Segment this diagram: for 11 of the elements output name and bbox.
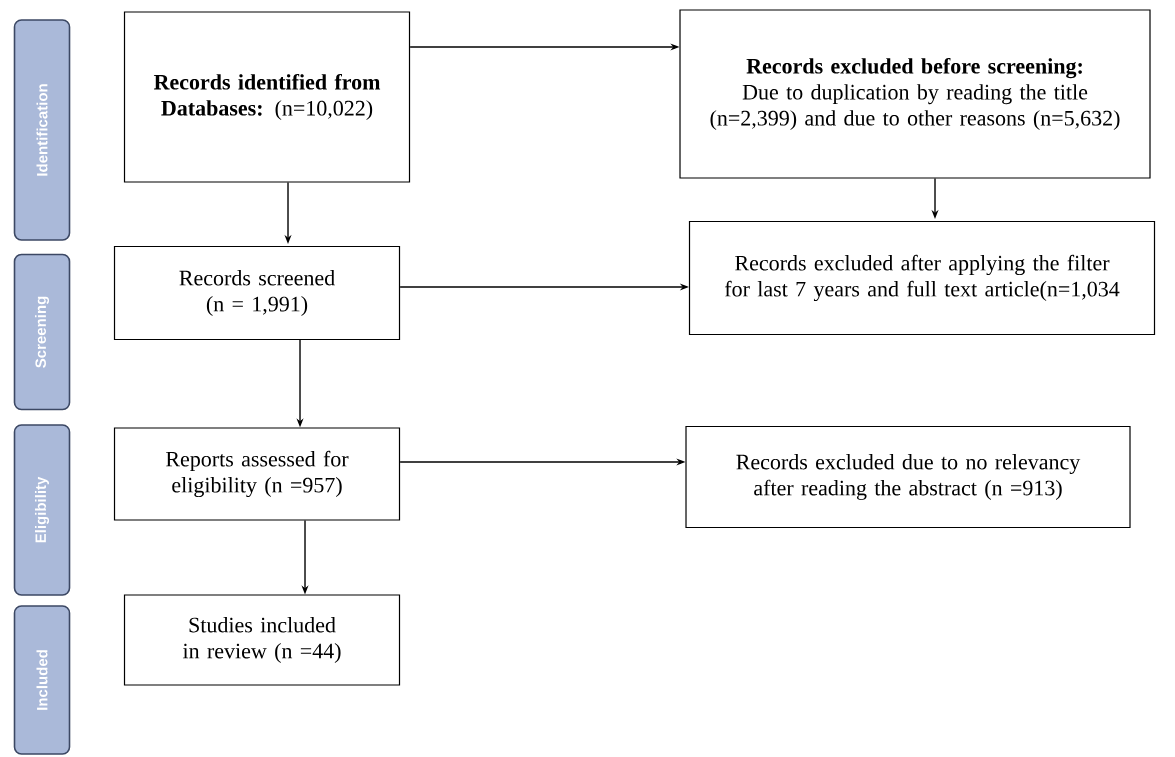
stage-band: Eligibility bbox=[13, 424, 71, 596]
process-box: Records excluded before screening: Due to duplication by reading the title (n=2,399) and due to other reasons (n=5,632) bbox=[679, 9, 1151, 179]
process-box: Records excluded due to no relevancy after reading the abstract (n =913) bbox=[685, 425, 1131, 529]
process-box: Reports assessed for eligibility (n =957) bbox=[113, 427, 401, 521]
process-box: Records screened (n = 1,991) bbox=[113, 245, 401, 341]
stage-band: Identification bbox=[13, 19, 71, 241]
stage-band: Screening bbox=[13, 253, 71, 411]
process-box: Records excluded after applying the filter for last 7 years and full text article(n=1,034 bbox=[688, 220, 1156, 336]
process-box: Records identified from Databases: (n=10,022) bbox=[123, 11, 411, 183]
stage-band: Included bbox=[13, 605, 71, 755]
process-box: Studies included in review (n =44) bbox=[123, 594, 401, 686]
